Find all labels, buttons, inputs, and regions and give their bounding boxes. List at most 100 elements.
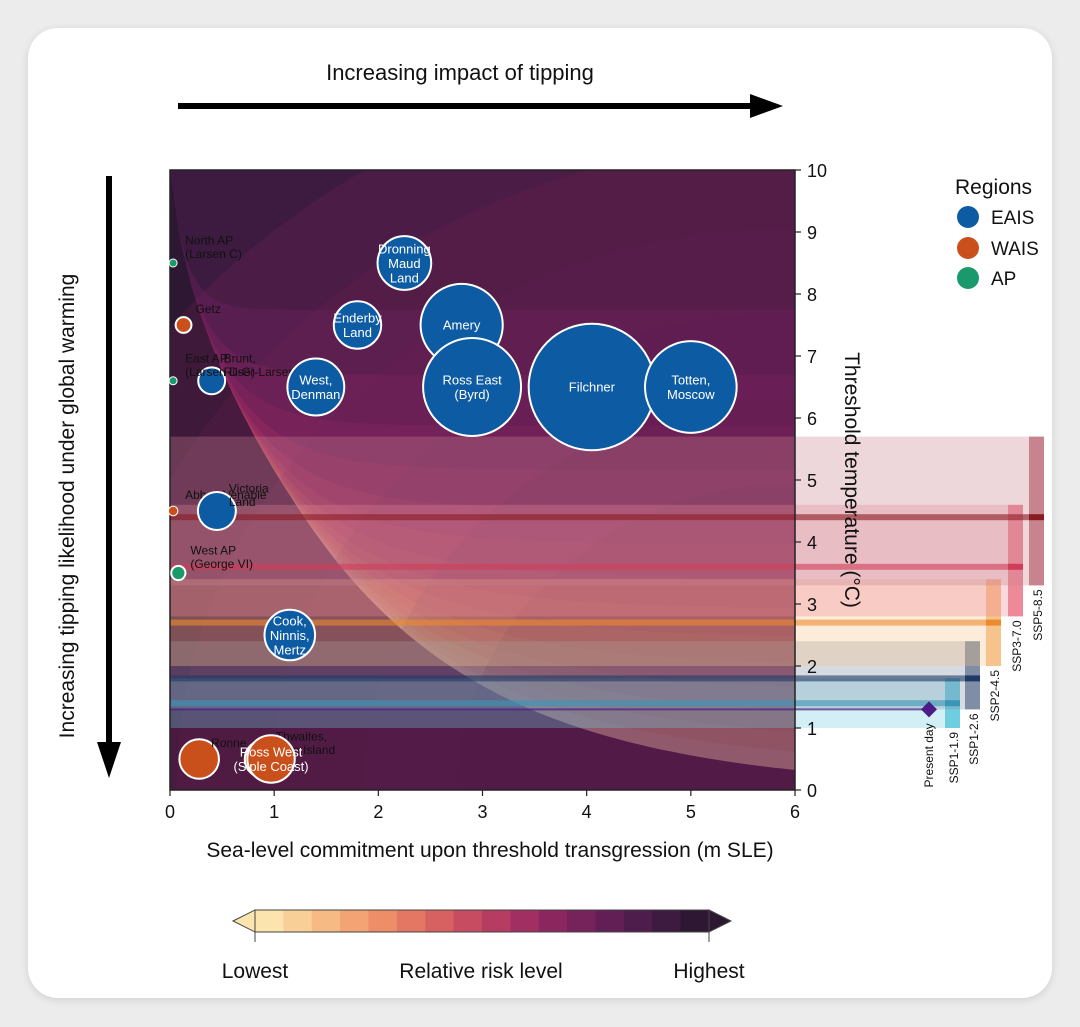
scenario-label: SSP3-7.0	[1010, 620, 1024, 672]
risk-level-contour	[170, 170, 795, 310]
bubble-label: Totten,Moscow	[667, 372, 715, 402]
bubble-label: Getz	[196, 302, 221, 316]
legend-label-wais: WAIS	[991, 239, 1039, 260]
scenario-median-line	[170, 675, 965, 682]
bubble-eais	[196, 491, 237, 531]
colorbar-swatch	[482, 910, 511, 932]
colorbar-low-label: Lowest	[222, 960, 289, 983]
colorbar-max-extension	[708, 909, 733, 933]
y-tick-label: 3	[807, 595, 817, 615]
bubble-wais	[167, 505, 179, 517]
x-tick-label: 1	[269, 802, 279, 822]
y-tick-label: 7	[807, 347, 817, 367]
bubble-label: West,Denman	[291, 372, 340, 402]
left-arrow	[97, 176, 121, 778]
y-tick-label: 1	[807, 719, 817, 739]
scenario-bands: SSP1-1.9 SSP1-2.6 SSP2-4.5 SSP3-7.0 SSP5-8.5…	[170, 436, 1045, 787]
left-arrow-label: Increasing tipping likelihood under glob…	[56, 274, 79, 739]
y-tick-label: 4	[807, 533, 817, 553]
colorbar-min-extension	[231, 909, 256, 933]
bubble-eais	[332, 300, 383, 350]
colorbar-high-label: Highest	[673, 960, 744, 983]
bubble-label: North AP(Larsen C)	[185, 234, 242, 261]
scenario-range-bar	[1008, 504, 1023, 617]
colorbar-swatch	[595, 910, 625, 932]
y-tick-label: 5	[807, 471, 817, 491]
scenario-median-line	[170, 619, 986, 626]
bubble-label: Ross East(Byrd)	[442, 372, 502, 402]
legend: Regions EAIS WAIS AP	[955, 176, 1039, 290]
colorbar-swatch	[538, 910, 568, 932]
colorbar-swatch	[255, 910, 284, 932]
top-arrow	[178, 94, 783, 118]
bubble-layer: North AP(Larsen C) GetzBrunt,Riiser-Larse…	[167, 234, 738, 784]
y-tick-label: 10	[807, 161, 827, 181]
legend-label-ap: AP	[991, 269, 1016, 290]
bubble-label: East AP(Larsen D-G)	[185, 351, 255, 378]
bubble-eais	[286, 357, 346, 417]
scenario-range-bar	[1029, 436, 1044, 586]
scenario-median-line	[170, 700, 945, 707]
bubble-label: West AP(George VI)	[190, 544, 253, 571]
bubble-wais	[178, 738, 220, 780]
scenario-median-tick	[965, 675, 980, 682]
legend-title: Regions	[955, 176, 1032, 199]
bubble-ap	[168, 376, 178, 386]
top-arrow-label: Increasing impact of tipping	[326, 60, 594, 85]
risk-level-shade	[363, 397, 795, 790]
scenario-median-tick	[1008, 563, 1023, 570]
scenario-median-tick	[945, 700, 960, 707]
scenario-label: SSP1-2.6	[967, 713, 981, 765]
present-day-label: Present day	[922, 723, 936, 787]
x-tick-label: 5	[686, 802, 696, 822]
y-tick-label: 8	[807, 285, 817, 305]
scenario-band	[170, 504, 1008, 617]
colorbar-swatch	[680, 910, 710, 932]
colorbar-swatch	[623, 910, 653, 932]
bubble-eais	[197, 366, 227, 396]
bubble-wais	[174, 316, 193, 334]
scenario-label: SSP2-4.5	[988, 670, 1002, 722]
bubble-label: Ross West(Siple Coast)	[233, 744, 308, 774]
bubble-label: Amery	[443, 318, 481, 333]
colorbar-swatch	[396, 910, 426, 932]
y-tick-label: 2	[807, 657, 817, 677]
colorbar-swatch	[510, 910, 540, 932]
scenario-label: SSP1-1.9	[947, 732, 961, 784]
scenario-range-bar	[965, 641, 980, 710]
x-tick-label: 0	[165, 802, 175, 822]
colorbar-frame	[254, 909, 710, 933]
x-axis-label: Sea-level commitment upon threshold tran…	[206, 839, 773, 862]
scenario-median-line	[170, 563, 1008, 570]
bubble-eais	[644, 340, 738, 434]
colorbar-swatch	[453, 910, 483, 932]
colorbar-swatch	[567, 910, 596, 932]
legend-swatch-ap	[957, 267, 979, 289]
risk-level-shade	[170, 170, 795, 790]
colorbar-title: Relative risk level	[399, 960, 562, 983]
scenario-label: SSP5-8.5	[1031, 589, 1045, 641]
bubble-eais	[422, 337, 523, 437]
bubble-ap	[170, 564, 187, 582]
bubble-wais	[246, 734, 296, 784]
bubble-label: Cook,Ninnis,Mertz	[270, 613, 310, 657]
scenario-band	[170, 436, 1029, 586]
bubble-ap	[168, 258, 178, 268]
x-tick-label: 2	[373, 802, 383, 822]
colorbar-swatch	[340, 910, 369, 932]
risk-level-shade	[170, 170, 795, 790]
x-tick-label: 6	[790, 802, 800, 822]
colorbar-swatch	[283, 910, 313, 932]
bubble-label: Brunt,Riiser-Larsen	[224, 351, 295, 378]
y-axis-label: Threshold temperature (°C)	[840, 352, 863, 608]
risk-level-shade	[270, 312, 795, 790]
bubble-eais	[263, 608, 317, 662]
scenario-median-line	[170, 514, 1029, 521]
colorbar-swatch	[425, 910, 455, 932]
colorbar-swatch	[368, 910, 398, 932]
y-tick-label: 9	[807, 223, 817, 243]
colorbar-swatch	[311, 910, 341, 932]
